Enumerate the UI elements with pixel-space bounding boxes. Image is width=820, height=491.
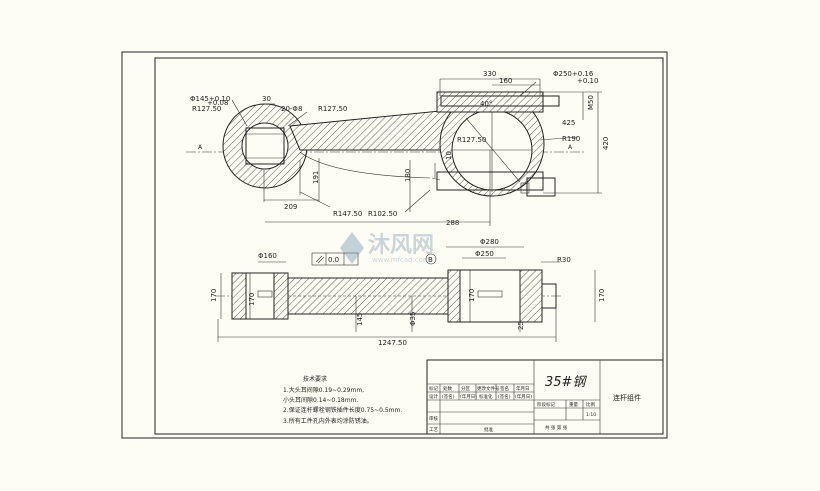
dim-m50: M50: [587, 95, 595, 110]
dim-phi250-tol: +0.10: [577, 77, 598, 85]
dim-r127-mid: R127.50: [318, 105, 347, 113]
dim-r127-left: R127.50: [192, 105, 221, 113]
row-value-5: (年月日): [515, 393, 532, 400]
dim-phi250: Φ250+0.16: [553, 70, 594, 78]
row-label-5: 年月日: [516, 385, 530, 392]
watermark-logo: 沐风网 www.mfcad.com: [340, 232, 434, 264]
row-label-4: 签名: [500, 385, 509, 392]
small-end-bushing: [245, 127, 285, 165]
cap-bolt-top: [440, 95, 560, 107]
dim-r30: R30: [557, 256, 571, 264]
dim-10: 10: [445, 151, 453, 160]
section-mark-a-right: A: [568, 144, 573, 151]
tolerance-value: 0.0: [328, 256, 339, 264]
cap-bolt-bottom: [526, 177, 556, 197]
dim-phi35: Φ35: [409, 312, 417, 326]
big-end-cap: [436, 91, 544, 113]
part-name: 连杆组件: [613, 393, 641, 402]
dim-170-a: 170: [210, 289, 218, 302]
dim-phi145-tol: +0.08: [207, 99, 228, 107]
dim-20-phi8: 20-Φ8: [281, 105, 302, 113]
watermark-brand: 沐风网: [368, 233, 434, 258]
outer-frame: [121, 51, 668, 439]
left-label-review: 审核: [429, 415, 438, 422]
dim-1247: 1247.50: [378, 339, 407, 347]
dim-40deg: 40°: [480, 100, 492, 108]
dim-209: 209: [284, 203, 297, 211]
row-value-4: (签名): [498, 393, 511, 400]
top-view: 330 160 Φ250+0.16 +0.10 M50 425 R190 420…: [186, 70, 610, 227]
section-mark-a-left: A: [198, 144, 203, 151]
tolerance-frame: [311, 252, 359, 266]
dim-phi160: Φ160: [258, 252, 277, 260]
dim-phi280: Φ280: [480, 238, 499, 246]
sheet-label: 共 张 第 张: [545, 424, 568, 431]
inner-border: [154, 57, 664, 435]
scale-value: 1:10: [586, 412, 596, 418]
dim-phi145: Φ145+0.10: [190, 95, 230, 103]
row-label-3: 更改文件号: [477, 385, 500, 392]
dim-170-c: 170: [468, 289, 476, 302]
dim-170-d: 170: [598, 289, 606, 302]
technical-notes: 技术要求 1.大头耳间隙0.19~0.29mm, 小头耳间隙0.14~0.18m…: [283, 375, 402, 425]
stage-label-1: 重量: [569, 401, 578, 408]
dim-330: 330: [483, 70, 496, 78]
dim-r127-big: R127.50: [457, 136, 486, 144]
dim-r147: R147.50: [333, 210, 362, 218]
row-label-2: 分区: [461, 385, 470, 392]
material-label: 35#钢: [545, 375, 587, 390]
left-label-process: 工艺: [429, 427, 438, 433]
small-end-bore: [241, 122, 289, 170]
notes-line-1: 1.大头耳间隙0.19~0.29mm,: [283, 386, 364, 394]
dim-phi250-side: Φ250: [475, 250, 494, 258]
dim-288: 288: [446, 219, 459, 227]
dim-25: 25: [517, 321, 525, 330]
stage-label-0: 阶段标记: [537, 401, 555, 408]
dim-180: 180: [404, 169, 412, 182]
dim-r190: R190: [562, 135, 580, 143]
row-value-3: 标准化: [479, 393, 493, 400]
dim-191: 191: [312, 171, 320, 184]
dim-145: 145: [356, 313, 364, 326]
datum-b: B: [428, 256, 433, 264]
watermark-url: www.mfcad.com: [372, 256, 430, 264]
dim-r102: R102.50: [368, 210, 397, 218]
notes-title: 技术要求: [303, 375, 327, 383]
notes-line-3: 2.保证连杆螺栓钢铁插件长度0.75~0.5mm.: [283, 406, 402, 414]
dim-420: 420: [602, 137, 610, 150]
stage-label-2: 比例: [586, 401, 595, 408]
notes-line-4: 3.所有工件孔内外表均涂防锈油。: [283, 417, 373, 425]
title-block: 35#钢 连杆组件 标记 处数 分区 更改文件号 签名 年月日 设计 (签名) …: [426, 359, 664, 435]
dim-30: 30: [262, 95, 271, 103]
row-label-0: 标记: [429, 385, 438, 392]
row-value-1: (签名): [442, 393, 455, 400]
row-value-0: 设计: [429, 393, 438, 400]
dim-425: 425: [562, 119, 575, 127]
dim-170-b: 170: [248, 293, 256, 306]
bottom-view: Φ160 Φ280 Φ250 R30 170 170 170 170 145 Φ…: [210, 238, 606, 347]
row-label-1: 处数: [443, 385, 452, 392]
row-value-2: (年月日): [460, 393, 477, 400]
notes-line-2: 小头耳间隙0.14~0.18mm.: [283, 396, 358, 404]
approve-label: 批准: [484, 426, 493, 433]
dim-160: 160: [499, 77, 512, 85]
rod-shank: [289, 109, 451, 151]
